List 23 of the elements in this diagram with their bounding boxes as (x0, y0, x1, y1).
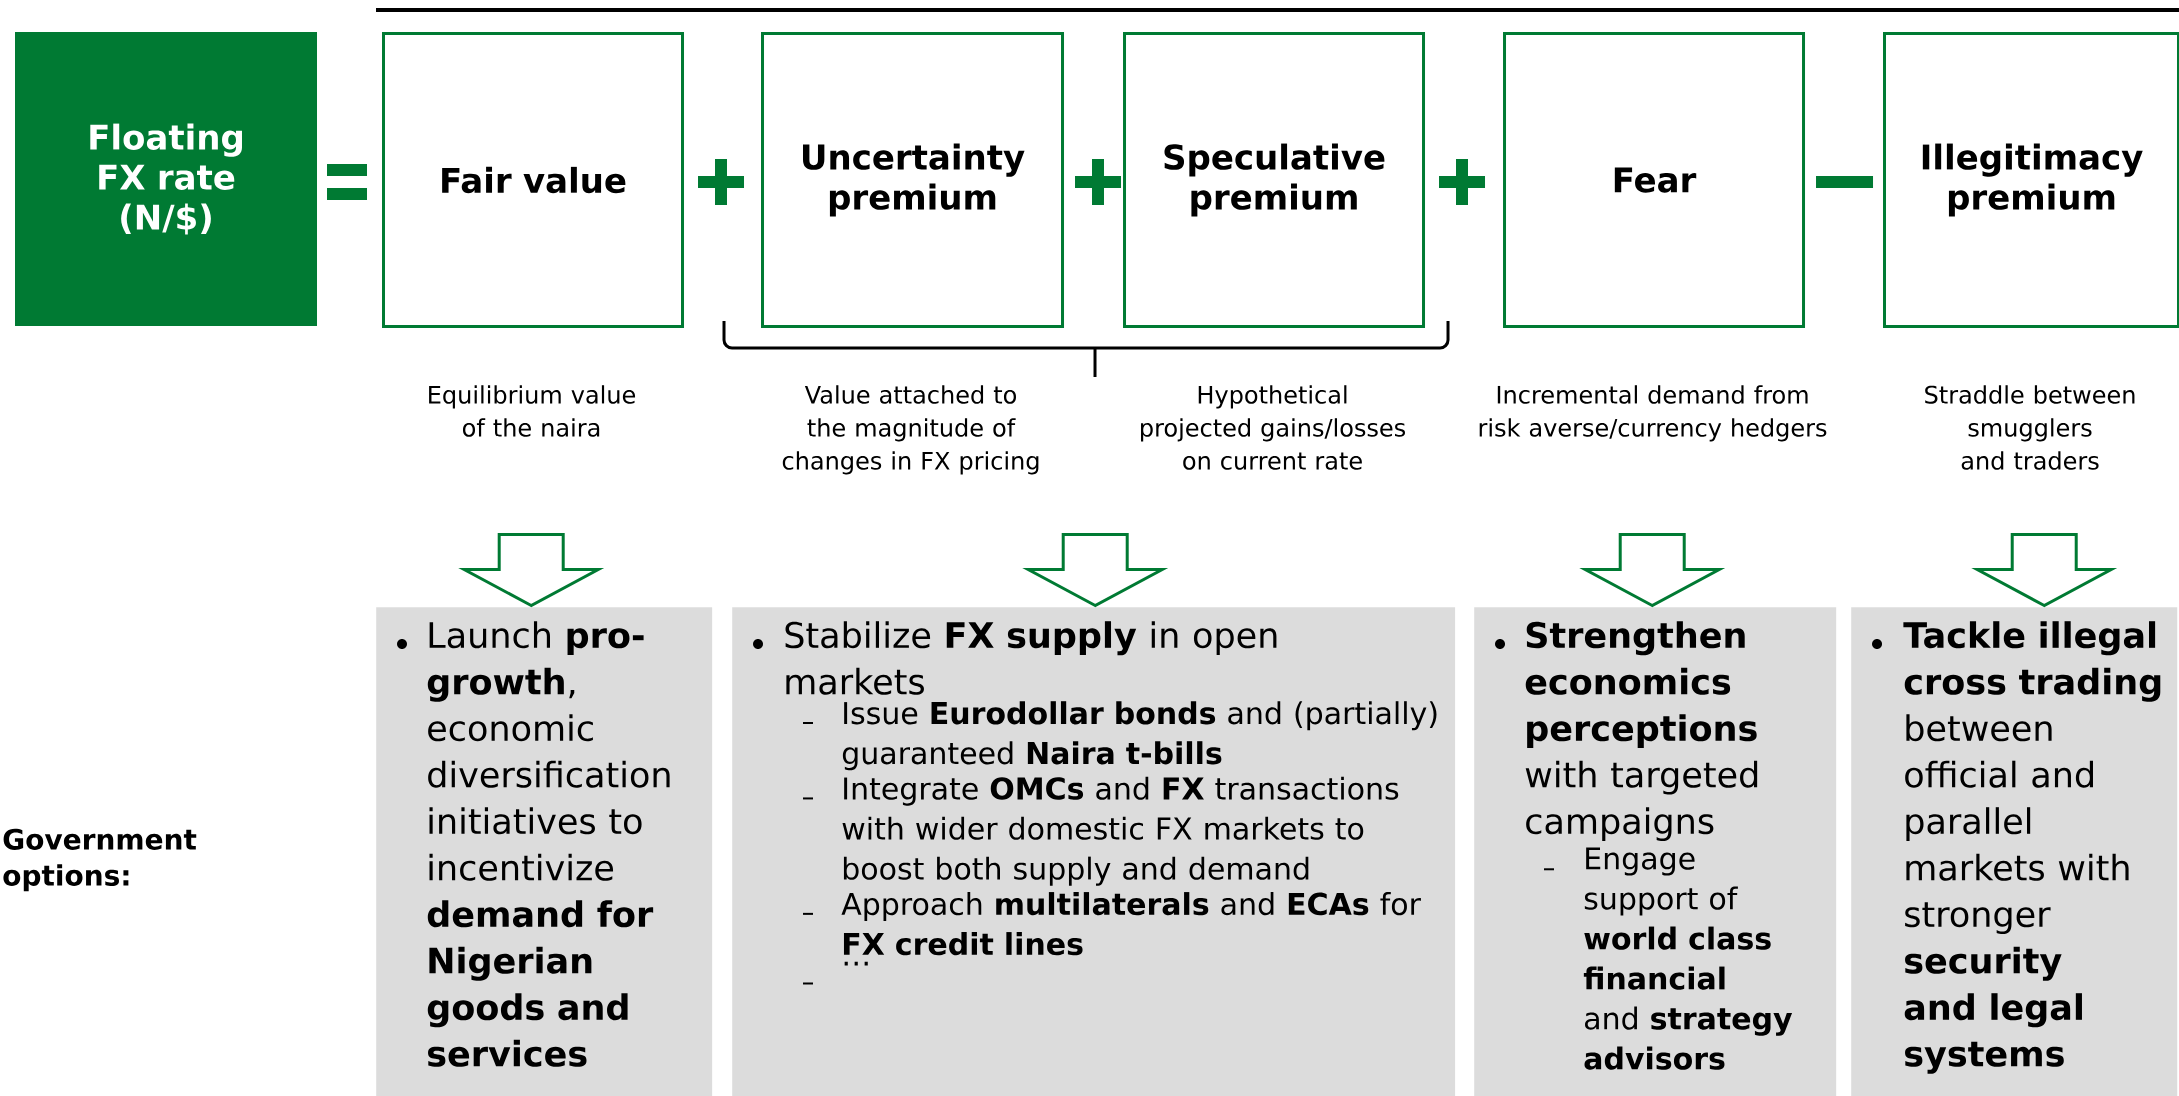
description-text: Incremental demand from risk averse/currency hedgers (1479, 385, 1827, 442)
bullet-text: Stabilize FX supply in open markets (785, 621, 1277, 695)
bullet-text: Tackle illegal cross trading between official and parallel markets with stronger security and legal systems (1903, 621, 2161, 1074)
option-panel (376, 607, 713, 1096)
bullet-text: Launch pro-growth, economic diversification initiatives to incentivize demand for Nigerian goods and services (427, 621, 670, 1067)
description-text: Value attached to the magnitude of changes in FX pricing (782, 385, 1039, 475)
option-panel (1474, 607, 1837, 1096)
option-panel (1851, 607, 2178, 1096)
description-text: Straddle between smugglers and traders (1925, 385, 2135, 470)
component-box: Fair value (382, 32, 684, 328)
component-box: Illegitimacy premium (1883, 32, 2179, 328)
component-box: Fear (1503, 32, 1805, 328)
sub-bullet-text: … (844, 961, 868, 966)
sub-bullet-text: Approach multilaterals and ECAs for FX credit lines (841, 892, 1421, 956)
option-panel (732, 607, 1456, 1096)
row-label: Government options: (3, 828, 197, 892)
description-text: Equilibrium value of the naira (429, 385, 636, 437)
sub-bullet-text: Engage support of world class financial and strategy advisors (1583, 847, 1793, 1070)
component-box: Uncertainty premium (761, 32, 1064, 328)
description-text: Hypothetical projected gains/losses on current rate (1141, 385, 1405, 470)
result-box: Floating FX rate (N/$) (15, 32, 317, 326)
bullet-text: Strengthen economics perceptions with targeted campaigns (1525, 621, 1758, 842)
component-box: Speculative premium (1123, 32, 1425, 328)
